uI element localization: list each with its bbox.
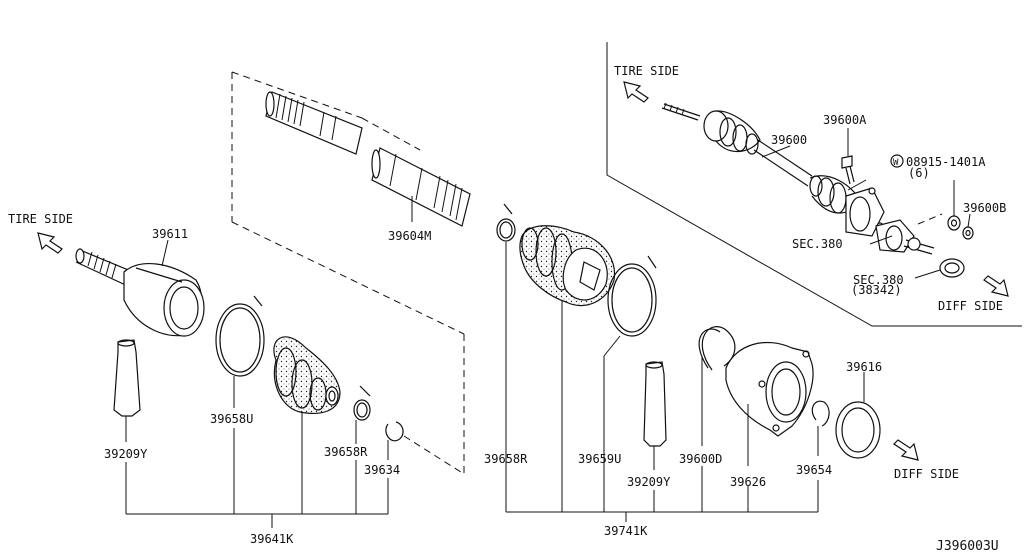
washer-marker-text: W <box>893 158 899 168</box>
part-39658U-label: 39658U <box>210 412 253 426</box>
tire-side-arrow-left-icon <box>37 232 63 254</box>
diff-side-label-bottom: DIFF SIDE <box>894 467 959 481</box>
part-39658R-left-label: 39658R <box>324 445 368 459</box>
part-39616-label: 39616 <box>846 360 882 374</box>
part-39600B-label: 39600B <box>963 201 1006 215</box>
bolt-39600A <box>841 155 855 185</box>
seal-39616 <box>835 401 881 459</box>
clamp-39658R-right <box>496 203 516 242</box>
washer-08915-1401A <box>947 215 961 231</box>
part-08915-qty-label: (6) <box>908 166 930 180</box>
bracket-39641K <box>125 376 389 528</box>
part-39604M-label: 39604M <box>388 229 431 243</box>
snap-ring-39600D <box>698 326 736 371</box>
part-39634-label: 39634 <box>364 463 400 477</box>
inset-shaft-assembly <box>661 102 935 255</box>
washer-marker-icon: W <box>890 154 904 168</box>
clamp-39658R-left <box>353 385 371 421</box>
sec-380-sub-label: (38342) <box>851 283 902 297</box>
grease-tube-39209Y-left <box>113 339 141 417</box>
tire-side-arrow-icon <box>623 81 649 103</box>
dashed-assembly-outline <box>231 71 465 475</box>
shaft-39604M <box>265 91 471 227</box>
outer-joint-39611 <box>75 248 205 337</box>
part-39600-label: 39600 <box>771 133 807 147</box>
part-39659U-label: 39659U <box>578 452 621 466</box>
grease-tube-39209Y-right <box>643 361 667 447</box>
band-39659U <box>607 255 657 337</box>
tire-side-label-inset: TIRE SIDE <box>614 64 679 78</box>
part-39741K-label: 39741K <box>604 524 648 538</box>
part-39600D-label: 39600D <box>679 452 722 466</box>
part-08915-1401A-label: 08915-1401A <box>906 155 986 169</box>
part-39611-label: 39611 <box>152 227 188 241</box>
housing-39626 <box>725 341 814 437</box>
part-39654-label: 39654 <box>796 463 832 477</box>
diff-side-arrow-bottom-icon <box>893 439 919 461</box>
part-39209Y-left-label: 39209Y <box>104 447 148 461</box>
part-39658R-right-label: 39658R <box>484 452 528 466</box>
circlip-39634 <box>385 421 404 442</box>
oil-seal <box>939 258 965 278</box>
sec-380-label-b: SEC.380 <box>853 273 904 287</box>
part-39209Y-right-label: 39209Y <box>627 475 671 489</box>
band-39658U <box>215 295 265 377</box>
part-39626-label: 39626 <box>730 475 766 489</box>
boot-right <box>519 225 616 307</box>
diff-side-arrow-icon <box>983 275 1009 297</box>
part-39641K-label: 39641K <box>250 532 294 546</box>
sec-380-label-a: SEC.380 <box>792 237 843 251</box>
diff-side-label-inset: DIFF SIDE <box>938 299 1003 313</box>
nut-39600B <box>962 226 974 240</box>
boot-left <box>273 336 341 414</box>
inset-panel: TIRE SIDE <box>606 42 1022 327</box>
tire-side-label-left: TIRE SIDE <box>8 212 73 226</box>
part-39600A-label: 39600A <box>823 113 867 127</box>
diagram-id-label: J396003U <box>936 539 999 554</box>
bracket-39741K <box>506 486 818 522</box>
snap-ring-39654 <box>811 400 830 427</box>
